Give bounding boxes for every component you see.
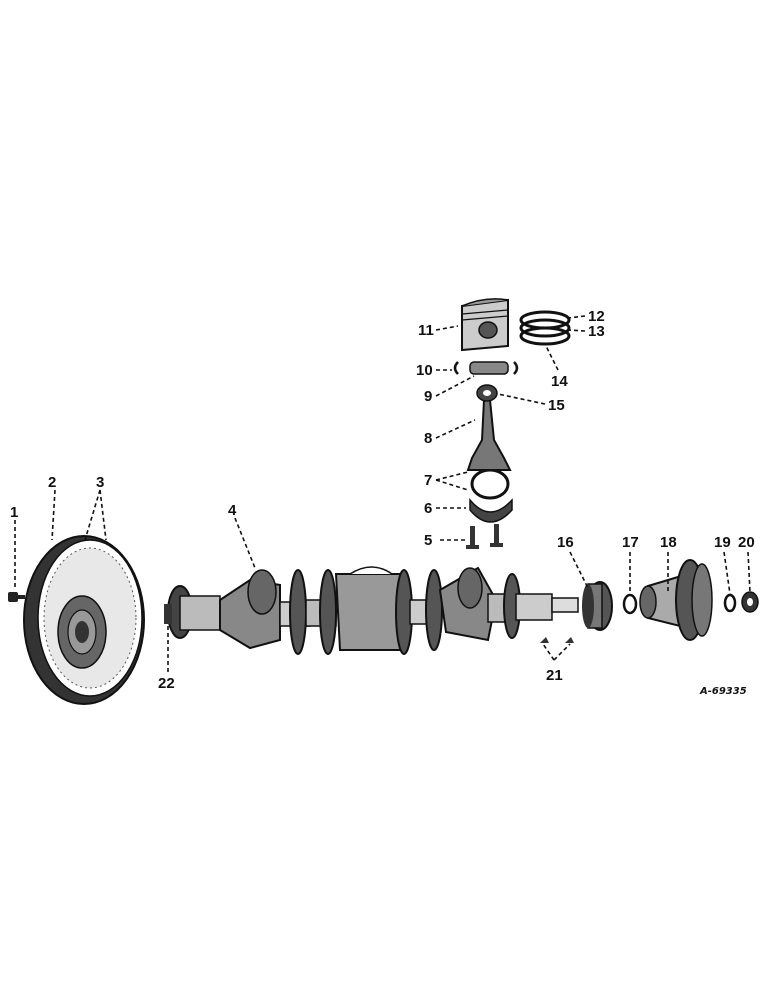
callout-6: 6 bbox=[424, 500, 432, 517]
connecting-rod-part bbox=[466, 384, 512, 471]
callout-9: 9 bbox=[424, 388, 432, 405]
crankshaft-gear-part bbox=[582, 581, 613, 631]
crankshaft-keys-part bbox=[540, 637, 574, 643]
callout-16: 16 bbox=[557, 534, 574, 551]
callout-10: 10 bbox=[416, 362, 433, 379]
callout-15: 15 bbox=[548, 397, 565, 414]
callout-7: 7 bbox=[424, 472, 432, 489]
callout-2: 2 bbox=[48, 474, 56, 491]
callout-4: 4 bbox=[228, 502, 237, 519]
callout-20: 20 bbox=[738, 534, 755, 551]
callout-13: 13 bbox=[588, 323, 605, 340]
washer-part bbox=[622, 593, 638, 615]
crankshaft-part bbox=[167, 566, 579, 655]
nut-part bbox=[741, 591, 759, 613]
flywheel-part bbox=[23, 535, 145, 705]
crankshaft-pulley-part bbox=[639, 559, 713, 641]
callout-19: 19 bbox=[714, 534, 731, 551]
lock-washer-part bbox=[723, 593, 737, 613]
callout-14: 14 bbox=[551, 373, 568, 390]
callout-1: 1 bbox=[10, 504, 18, 521]
piston-rings-part bbox=[519, 310, 571, 346]
callout-12: 12 bbox=[588, 308, 605, 325]
bearing-bolts-part bbox=[466, 524, 503, 549]
callout-8: 8 bbox=[424, 430, 432, 447]
pilot-bearing-part bbox=[164, 604, 172, 624]
callout-21: 21 bbox=[546, 667, 563, 684]
callout-labels: 1 2 3 4 5 6 7 8 9 10 11 12 13 14 15 16 1… bbox=[10, 308, 755, 692]
callout-3: 3 bbox=[96, 474, 104, 491]
callout-22: 22 bbox=[158, 675, 175, 692]
piston-pin-part bbox=[453, 361, 519, 375]
callout-5: 5 bbox=[424, 532, 432, 549]
leader-lines bbox=[14, 315, 751, 672]
reference-number: A-69335 bbox=[699, 686, 747, 697]
bearing-cap-part bbox=[469, 497, 513, 523]
flywheel-bolt-part bbox=[8, 592, 25, 602]
bearing-shells-part bbox=[470, 468, 510, 500]
callout-11: 11 bbox=[418, 322, 434, 339]
piston-part bbox=[461, 298, 509, 352]
callout-18: 18 bbox=[660, 534, 677, 551]
callout-17: 17 bbox=[622, 534, 639, 551]
